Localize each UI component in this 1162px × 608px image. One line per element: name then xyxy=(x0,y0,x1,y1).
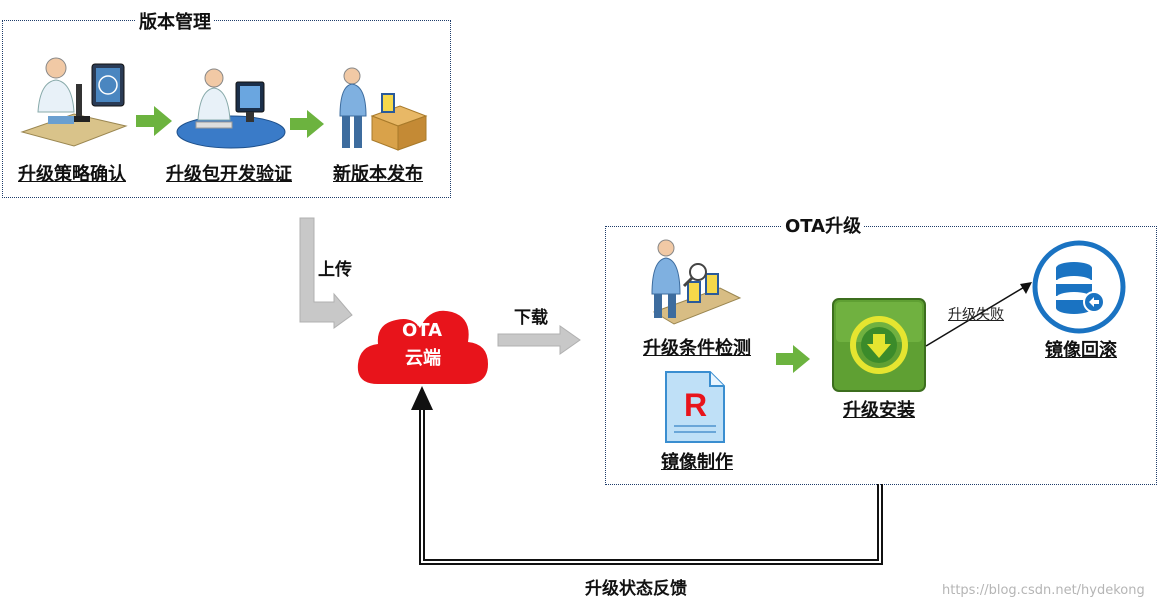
developer-workstation-icon xyxy=(176,68,286,149)
feedback-arrow xyxy=(411,386,883,565)
fail-arrow xyxy=(925,282,1032,347)
document-r-letter: R xyxy=(684,387,707,423)
scientist-microscope-icon xyxy=(20,57,128,147)
version-management-box xyxy=(2,20,451,198)
feedback-label: 升级状态反馈 xyxy=(585,579,687,599)
upload-arrow xyxy=(299,217,353,329)
step-label-package-dev: 升级包开发验证 xyxy=(166,164,292,185)
cloud-label-ota: OTA xyxy=(402,320,443,341)
condition-check-label: 升级条件检测 xyxy=(643,338,751,359)
version-management-title: 版本管理 xyxy=(136,8,214,34)
download-label: 下载 xyxy=(514,308,548,328)
document-r-icon: R xyxy=(665,371,725,443)
database-rollback-icon xyxy=(1032,240,1126,334)
watermark: https://blog.csdn.net/hydekong xyxy=(942,583,1145,598)
step-label-strategy-confirm: 升级策略确认 xyxy=(18,164,126,185)
rollback-label: 镜像回滚 xyxy=(1045,340,1117,361)
green-arrow-1 xyxy=(136,106,172,136)
ota-cloud-icon xyxy=(357,310,488,384)
image-make-label: 镜像制作 xyxy=(661,452,733,473)
fail-label: 升级失败 xyxy=(948,307,1004,323)
install-download-icon xyxy=(832,298,926,392)
green-arrow-2 xyxy=(290,110,324,138)
worker-package-icon xyxy=(339,67,428,151)
download-arrow xyxy=(497,325,581,355)
cloud-label-cloud: 云端 xyxy=(405,348,441,369)
green-arrow-3 xyxy=(776,345,810,373)
install-label: 升级安装 xyxy=(843,400,915,421)
ota-upgrade-title: OTA升级 xyxy=(782,212,865,238)
inspector-conveyor-icon xyxy=(651,239,742,325)
step-label-new-release: 新版本发布 xyxy=(333,164,423,185)
upload-label: 上传 xyxy=(318,260,352,280)
